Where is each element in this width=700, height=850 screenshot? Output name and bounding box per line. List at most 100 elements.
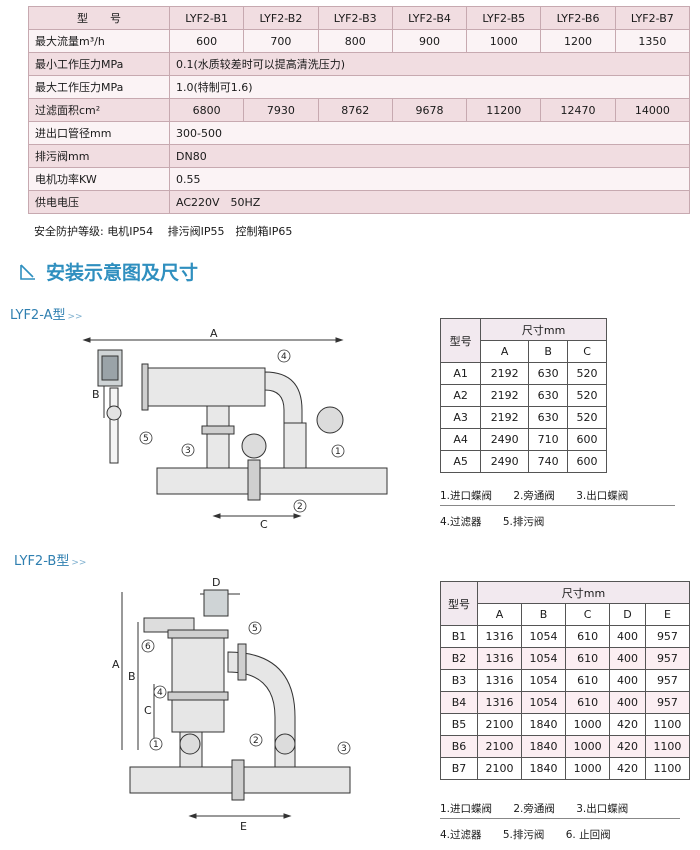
callout-5: 5: [143, 434, 149, 444]
row-model: B1: [440, 625, 478, 648]
col-header: B: [520, 603, 567, 626]
spec-row-flow: 最大流量m³/h 600 700 800 900 1000 1200 1350: [28, 29, 691, 53]
row-value: 1000: [565, 757, 611, 780]
legend-item: 2.旁通阀: [513, 803, 555, 815]
row-value: 630: [528, 362, 569, 385]
spec-cell: 1.0(特制可1.6): [169, 75, 690, 99]
row-model: A1: [439, 362, 482, 385]
spec-label: 排污阀mm: [28, 144, 170, 168]
row-value: 2100: [476, 735, 523, 758]
row-value: 400: [609, 647, 646, 670]
spec-cell: 14000: [614, 98, 691, 122]
spec-cell: AC220V 50HZ: [169, 190, 690, 214]
row-model: B2: [440, 647, 478, 670]
row-value: 1316: [476, 647, 523, 670]
model-b-diagram: D A B C E 6 4 5 1 2 3: [112, 576, 351, 833]
spec-row-area: 过滤面积cm² 6800 7930 8762 9678 11200 12470 …: [28, 98, 691, 122]
spec-table: 型 号 LYF2-B1 LYF2-B2 LYF2-B3 LYF2-B4 LYF2…: [28, 6, 691, 214]
table-row: B1 1316 1054 610 400 957: [440, 625, 691, 648]
row-model: A5: [439, 450, 482, 473]
row-value: 2192: [480, 406, 530, 429]
model-header: LYF2-B3: [317, 6, 393, 30]
spec-label: 电机功率KW: [28, 167, 170, 191]
col-header: A: [480, 340, 530, 363]
model-a-diagram: A B C 4 5 3 1 2: [82, 328, 388, 528]
row-value: 1840: [520, 713, 567, 736]
model-header: LYF2-B1: [168, 6, 245, 30]
row-value: 957: [644, 647, 691, 670]
legend-item: 6. 止回阀: [565, 829, 611, 841]
dim-d-label: D: [212, 576, 220, 589]
spec-label: 最小工作压力MPa: [28, 52, 170, 76]
row-value: 610: [565, 647, 611, 670]
row-value: 1316: [476, 625, 523, 648]
dim-b-label: B: [92, 388, 100, 401]
row-value: 600: [567, 428, 607, 451]
spec-row-pipe: 进出口管径mm 300-500: [28, 121, 690, 145]
spec-cell: 11200: [466, 98, 542, 122]
spec-row-drain: 排污阀mm DN80: [28, 144, 690, 168]
table-header-model: 型号: [440, 581, 478, 626]
legend-item: 2.旁通阀: [513, 490, 555, 502]
row-value: 957: [644, 691, 691, 714]
table-row: A2 2192 630 520: [439, 384, 607, 407]
spec-cell: 1200: [540, 29, 616, 53]
row-value: 1054: [520, 691, 567, 714]
row-value: 400: [609, 625, 646, 648]
row-value: 520: [567, 384, 607, 407]
row-value: 520: [567, 406, 607, 429]
spec-cell: 1000: [466, 29, 542, 53]
dim-e-label: E: [240, 820, 247, 833]
callout-1: 1: [153, 740, 159, 750]
table-row: B4 1316 1054 610 400 957: [440, 691, 691, 714]
row-model: A2: [439, 384, 482, 407]
spec-cell: 8762: [317, 98, 393, 122]
col-header: C: [565, 603, 611, 626]
spec-cell: 1350: [614, 29, 691, 53]
row-value: 957: [644, 669, 691, 692]
dim-b-label: B: [128, 670, 136, 683]
row-value: 1100: [644, 735, 691, 758]
model-header: LYF2-B5: [466, 6, 542, 30]
dim-a-label: A: [210, 328, 218, 340]
col-header: E: [644, 603, 691, 626]
row-value: 2192: [480, 362, 530, 385]
legend-item: 1.进口蝶阀: [440, 490, 493, 502]
model-header: LYF2-B7: [614, 6, 691, 30]
row-value: 1000: [565, 713, 611, 736]
table-row: A5 2490 740 600: [439, 450, 607, 473]
legend-item: 4.过滤器: [440, 516, 482, 528]
row-value: 610: [565, 691, 611, 714]
model-b-label-text: LYF2-B型: [14, 554, 70, 569]
row-value: 1840: [520, 757, 567, 780]
col-header: A: [476, 603, 523, 626]
row-value: 1316: [476, 691, 523, 714]
row-model: B7: [440, 757, 478, 780]
arrow-icon: [20, 263, 35, 280]
spec-label: 最大工作压力MPa: [28, 75, 170, 99]
row-value: 1054: [520, 625, 567, 648]
divider: [440, 505, 675, 506]
table-header-size: 尺寸mm: [480, 318, 607, 341]
spec-cell: 900: [391, 29, 468, 53]
row-model: B6: [440, 735, 478, 758]
model-a-label-text: LYF2-A型: [10, 308, 66, 323]
row-value: 610: [565, 669, 611, 692]
row-value: 740: [528, 450, 569, 473]
row-value: 1054: [520, 669, 567, 692]
model-b-legend-2: 4.过滤器 5.排污阀 6. 止回阀: [440, 827, 629, 842]
row-value: 957: [644, 625, 691, 648]
section-title: 安装示意图及尺寸: [18, 258, 198, 285]
spec-cell: 800: [317, 29, 393, 53]
row-value: 420: [609, 757, 646, 780]
table-row: B5 2100 1840 1000 420 1100: [440, 713, 691, 736]
callout-6: 6: [145, 642, 151, 652]
legend-item: 3.出口蝶阀: [576, 490, 629, 502]
row-value: 1316: [476, 669, 523, 692]
spec-cell: 12470: [540, 98, 616, 122]
dim-c-label: C: [260, 518, 268, 528]
chevron-right-icon: >>: [71, 558, 87, 568]
spec-label: 供电电压: [28, 190, 170, 214]
row-value: 2100: [476, 713, 523, 736]
model-header: LYF2-B4: [391, 6, 468, 30]
